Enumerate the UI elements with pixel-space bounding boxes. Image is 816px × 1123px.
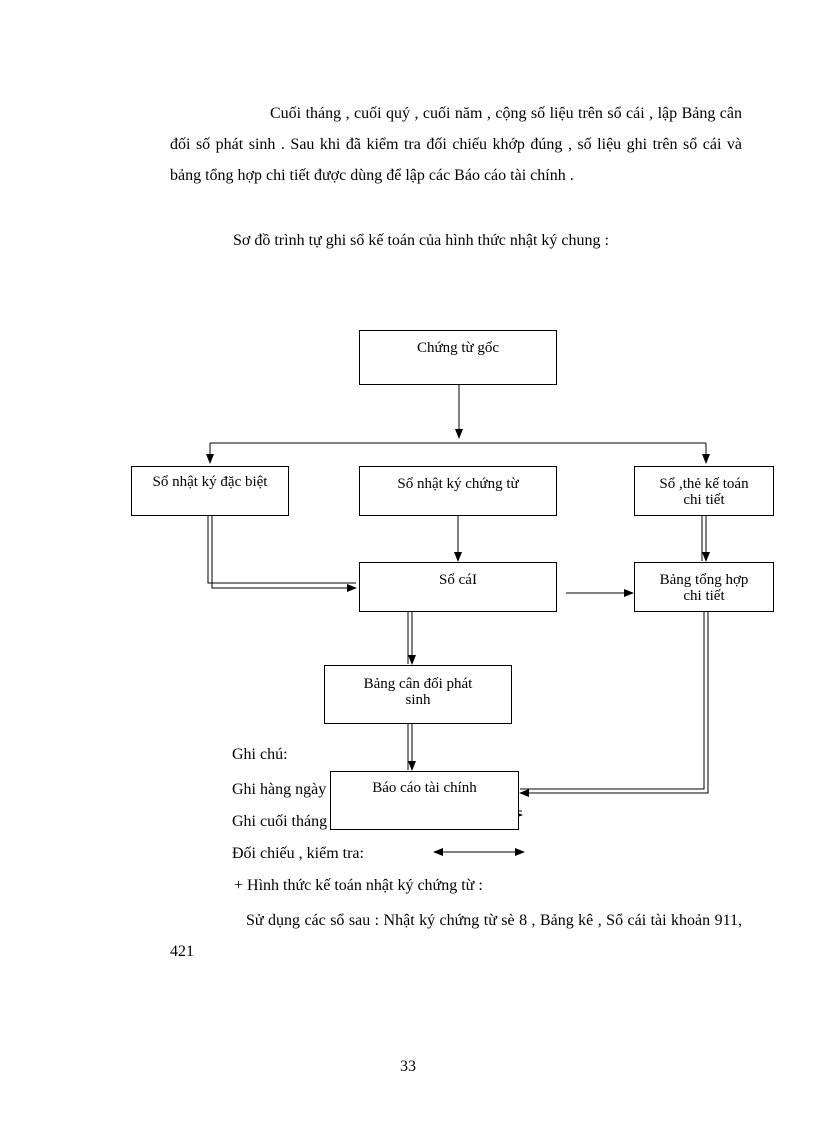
box-so-nhat-ky-dac-biet: Sổ nhật ký đặc biệt: [131, 466, 289, 516]
diagram-caption: Sơ đồ trình tự ghi sổ kế toán của hình t…: [233, 232, 609, 249]
box-so-nhat-ky-chung-tu: Sổ nhật ký chứng từ: [359, 466, 557, 516]
double-dacbiet-b: [211, 516, 357, 592]
intro-paragraph: Cuối tháng , cuối quý , cuối năm , cộng …: [170, 105, 742, 184]
box-bang-tong-hop: Bảng tổng hợp chi tiết: [634, 562, 774, 612]
box-bao-cao-tai-chinh: Báo cáo tài chính: [330, 771, 519, 830]
body-paragraph: Sử dụng các sổ sau : Nhật ký chứng từ sè…: [170, 912, 742, 960]
legend-daily: Ghi hàng ngày: [232, 781, 327, 798]
page-number: 33: [400, 1058, 416, 1075]
legend-end-month: Ghi cuối tháng: [232, 813, 328, 830]
box-so-cai: Sổ cáI: [359, 562, 557, 612]
box-so-the-ke-toan: Sổ ,thẻ kế toán chi tiết: [634, 466, 774, 516]
legend-title: Ghi chú:: [232, 746, 288, 763]
double-dacbiet-a: [207, 516, 356, 584]
legend-reconcile: Đối chiếu , kiểm tra:: [232, 845, 364, 862]
box-chung-tu-goc: Chứng từ gốc: [359, 330, 557, 385]
box-bang-can-doi: Bảng cân đối phát sinh: [324, 665, 512, 724]
section-heading: + Hình thức kế toán nhật ký chứng từ :: [234, 877, 483, 894]
double-tonghop-to-baocao: [519, 611, 709, 797]
